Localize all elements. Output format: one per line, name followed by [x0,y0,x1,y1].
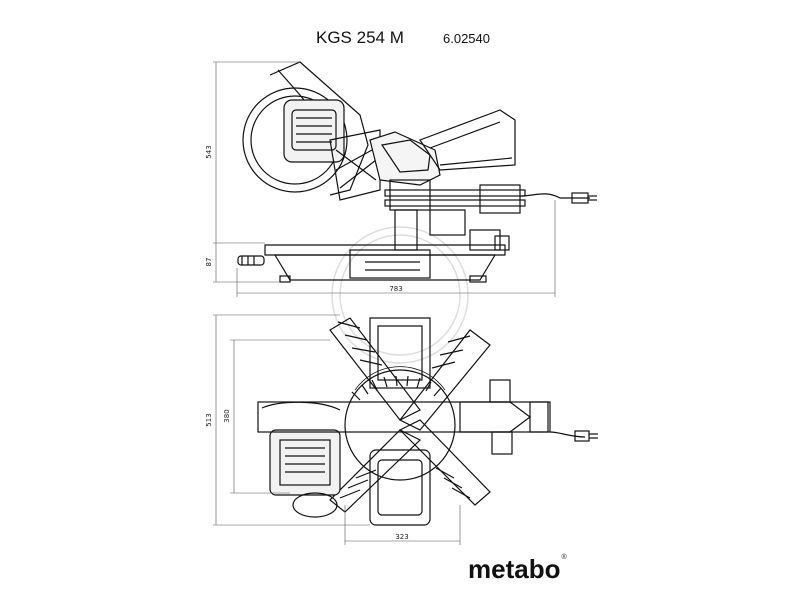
locking-knob [237,255,265,266]
power-cable-top [549,431,586,438]
article-number: 6.02540 [443,31,490,46]
power-cable [519,193,590,199]
dim-side-width: 783 [389,285,402,293]
dim-base-height: 87 [205,258,213,267]
slide-arm [257,401,549,433]
side-view [237,61,597,283]
dim-side-height: 543 [205,145,213,158]
blade-guard [269,61,369,196]
side-dimensions [213,61,556,297]
motor-top [269,429,341,496]
dim-top-width: 323 [395,533,408,541]
saw-blade-side [242,87,348,193]
motor-housing [283,99,345,163]
base-arm-se [398,419,491,506]
rear-rail [369,449,431,526]
dust-bag [419,109,516,171]
handle [369,131,441,186]
top-view [257,317,598,526]
base-table [264,244,506,256]
top-dimensions [213,314,461,545]
base-arm-ne [399,329,491,431]
brand-logo: metabo® [468,554,567,585]
model-name: KGS 254 M [316,28,404,47]
watermark [331,226,469,364]
dim-top-depth-outer: 513 [205,413,213,426]
brand-name: metabo [468,554,561,584]
fence [369,317,431,389]
base-arm-nw [329,317,421,421]
rotary-table [344,369,456,481]
drawing-title: KGS 254 M 6.02540 [0,28,800,52]
dim-top-depth-inner: 380 [223,409,231,422]
registered-mark: ® [561,554,567,561]
